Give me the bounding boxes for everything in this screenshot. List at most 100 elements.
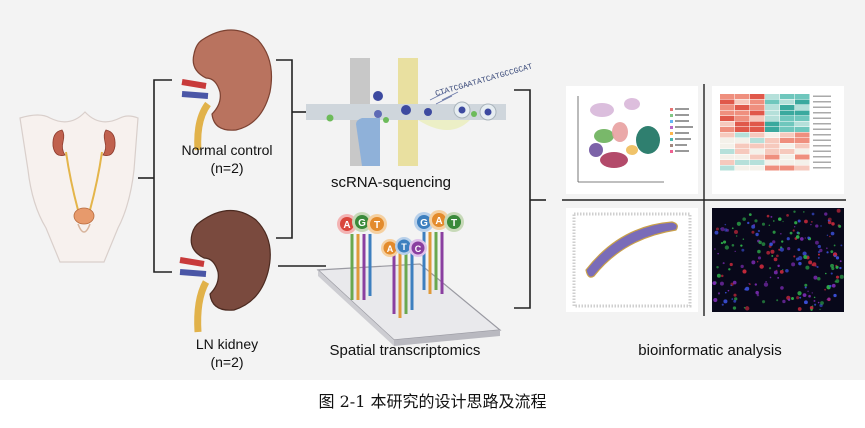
fluorescence-speck — [798, 255, 803, 261]
bioinfo-label: bioinformatic analysis — [638, 342, 782, 359]
fluorescence-speck — [776, 299, 779, 302]
fluorescence-speck — [742, 269, 747, 274]
fluorescence-speck — [759, 264, 764, 269]
fluorescence-speck — [742, 238, 745, 240]
fluorescence-speck — [720, 242, 724, 245]
fluorescence-speck — [773, 270, 778, 275]
middle-bracket — [276, 59, 293, 239]
nt-1b: G — [358, 218, 366, 229]
heatmap-cell — [765, 105, 780, 110]
heatmap-row-label — [813, 134, 831, 136]
fluorescence-speck — [723, 299, 728, 304]
fluorescence-speck — [820, 301, 824, 305]
heatmap-cell — [765, 94, 780, 99]
nt-1a: A — [343, 220, 350, 231]
heatmap-cell — [735, 110, 750, 116]
fluorescence-speck — [817, 244, 821, 249]
heatmap-cell — [765, 99, 780, 105]
fluorescence-speck — [805, 265, 810, 270]
heatmap-row-label — [813, 106, 831, 108]
fluorescence-speck — [800, 237, 804, 241]
fluorescence-speck — [730, 284, 732, 287]
heatmap-cell — [795, 165, 810, 171]
fluorescence-speck — [825, 272, 827, 275]
fluorescence-speck — [761, 242, 766, 246]
fluorescence-speck — [734, 297, 738, 301]
heatmap-cell — [720, 138, 735, 143]
heatmap-row-label — [813, 112, 831, 114]
fluorescence-speck — [804, 283, 808, 287]
fluorescence-speck — [817, 256, 820, 259]
fluorescence-speck — [826, 298, 828, 301]
fluorescence-speck — [742, 217, 746, 221]
fluorescence-plot — [712, 208, 844, 312]
fluorescence-speck — [758, 240, 762, 245]
heatmap-cell — [720, 143, 735, 149]
fluorescence-speck — [795, 235, 800, 239]
fluorescence-speck — [716, 273, 721, 278]
heatmap-cell — [795, 138, 810, 143]
fluorescence-speck — [740, 264, 744, 269]
heatmap-cell — [735, 116, 750, 121]
fluorescence-speck — [714, 248, 716, 250]
heatmap-cell — [795, 94, 810, 99]
heatmap-cell — [720, 110, 735, 116]
fluorescence-speck — [777, 276, 780, 279]
heatmap-cell — [720, 165, 735, 171]
nt-3a: G — [420, 218, 428, 229]
figure-caption: 图 2-1 本研究的设计思路及流程 — [318, 392, 547, 411]
fluorescence-speck — [769, 276, 772, 279]
left-bracket — [153, 79, 172, 273]
heatmap-cell — [720, 116, 735, 121]
fluorescence-speck — [829, 284, 832, 288]
heatmap-cell — [735, 99, 750, 105]
heatmap-cell — [720, 121, 735, 127]
heatmap-cell — [765, 121, 780, 127]
fluorescence-speck — [743, 306, 746, 309]
heatmap-cell — [795, 116, 810, 121]
ln-kidney — [179, 209, 271, 333]
sequence-text: CTATCGAATATCATGCCGCAT — [434, 62, 534, 98]
fluorescence-speck — [808, 294, 811, 298]
spatial-label: Spatial transcriptomics — [329, 342, 481, 359]
fluorescence-speck — [736, 235, 738, 237]
fluorescence-speck — [808, 260, 813, 265]
fluorescence-speck — [772, 220, 775, 222]
heatmap-cell — [780, 105, 795, 110]
fluorescence-speck — [807, 290, 809, 293]
nt-circle-1c — [370, 217, 384, 231]
fluorescence-speck — [797, 291, 802, 296]
heatmap-row-label — [813, 128, 831, 130]
fluorescence-speck — [772, 240, 776, 244]
heatmap-cell — [765, 127, 780, 132]
heatmap-cell — [780, 127, 795, 132]
fluorescence-speck — [802, 293, 807, 297]
nt-circle-2b — [397, 239, 411, 253]
fluorescence-speck — [839, 266, 842, 270]
fluorescence-speck — [745, 286, 750, 291]
heatmap-cell — [780, 138, 795, 143]
fluorescence-speck — [763, 282, 769, 287]
heatmap-cell — [780, 154, 795, 160]
fluorescence-speck — [794, 221, 798, 225]
fluorescence-speck — [757, 256, 762, 260]
heatmap-cell — [780, 110, 795, 116]
fluorescence-speck — [798, 261, 802, 266]
fluorescence-speck — [721, 303, 724, 306]
fluorescence-speck — [751, 260, 756, 265]
fluorescence-speck — [819, 308, 821, 311]
fluorescence-speck — [831, 266, 835, 271]
fluorescence-speck — [727, 289, 730, 292]
fluorescence-speck — [753, 224, 755, 226]
heatmap-cell — [750, 165, 765, 171]
scrna-microfluidics: CTATCGAATATCATGCCGCAT — [306, 58, 534, 166]
fluorescence-speck — [769, 242, 773, 247]
fluorescence-speck — [740, 244, 743, 247]
analysis-grid — [562, 84, 846, 316]
heatmap-row-label — [813, 117, 831, 119]
heatmap-cell — [795, 127, 810, 132]
normal-n-label: (n=2) — [210, 160, 244, 176]
fluorescence-speck — [811, 212, 815, 216]
heatmap-cell — [780, 94, 795, 99]
fluorescence-speck — [804, 219, 808, 224]
